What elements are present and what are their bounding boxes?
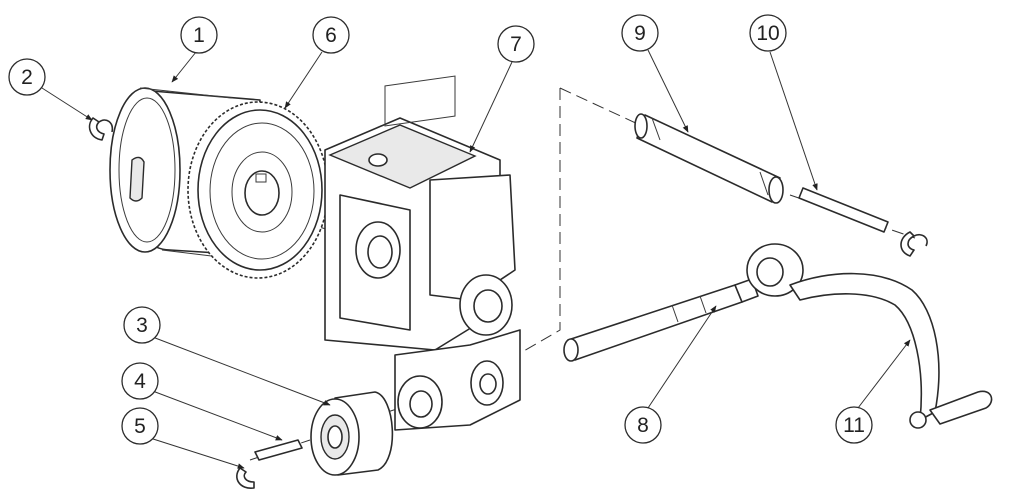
part-7-housing [324, 75, 521, 431]
part-11-crank [746, 243, 993, 429]
callout-label-5: 5 [134, 415, 146, 438]
clip-right [900, 231, 928, 257]
callout-7: 7 [497, 25, 535, 63]
callout-label-4: 4 [134, 370, 146, 393]
callout-5: 5 [121, 407, 159, 445]
callout-label-7: 7 [510, 33, 522, 56]
part-3-bushing [310, 391, 394, 476]
callout-6: 6 [312, 16, 350, 54]
callout-label-9: 9 [634, 22, 646, 45]
callout-label-10: 10 [756, 22, 779, 45]
callout-10: 10 [749, 14, 787, 52]
callout-1: 1 [180, 16, 218, 54]
callout-label-1: 1 [193, 24, 205, 47]
part-9-pin [634, 113, 784, 204]
part-4-key-pin [254, 439, 303, 461]
part-10-key-bar [798, 187, 889, 233]
callout-label-8: 8 [637, 414, 649, 437]
callout-3: 3 [123, 306, 161, 344]
part-5-clip [236, 467, 255, 489]
callout-label-3: 3 [136, 314, 148, 337]
part-6-gear [187, 101, 329, 279]
callout-4: 4 [121, 362, 159, 400]
callout-label-11: 11 [843, 414, 865, 437]
part-8-shaft [563, 278, 759, 362]
callout-9: 9 [621, 14, 659, 52]
callout-11: 11 [835, 406, 873, 444]
callout-label-6: 6 [325, 24, 337, 47]
callout-8: 8 [624, 406, 662, 444]
leader-lines [41, 49, 911, 469]
callout-label-2: 2 [21, 66, 33, 89]
part-2-clip [88, 117, 114, 141]
callout-2: 2 [8, 58, 46, 96]
